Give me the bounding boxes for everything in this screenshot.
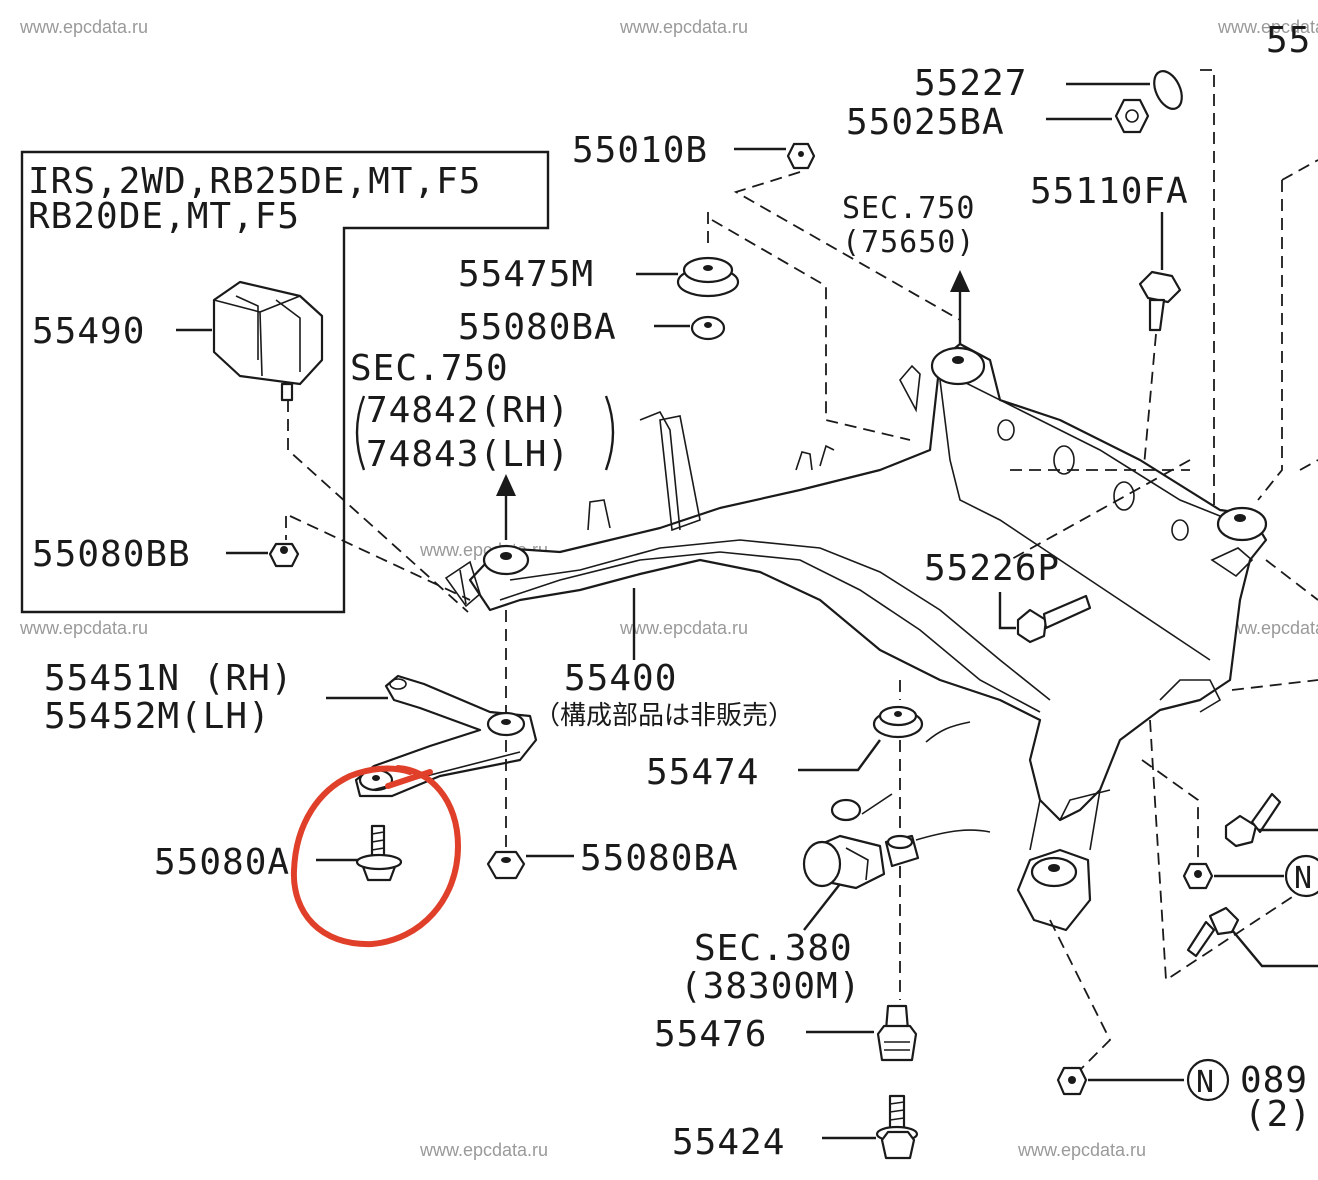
label-sec750-left: SEC.750 [350, 348, 509, 389]
bolt-55424 [875, 1094, 919, 1160]
bushing-55475M [676, 256, 740, 298]
dash-guide [287, 400, 469, 613]
label-55080BA-top: 55080BA [458, 307, 617, 348]
dash-guide [1141, 719, 1318, 982]
arrow-up-icon [950, 270, 970, 292]
watermark: www.epcdata.ru [419, 1140, 548, 1160]
bolt-55080A [355, 824, 403, 882]
bracket-left [355, 395, 366, 471]
label-089: 089 [1240, 1060, 1308, 1101]
n-ref-circle [1186, 1058, 1230, 1102]
curve [915, 829, 991, 841]
label-55226P: 55226P [924, 548, 1060, 589]
highlight-stroke [385, 769, 433, 789]
leader [798, 739, 881, 772]
variant-box [20, 150, 550, 614]
label-55080BB: 55080BB [32, 534, 191, 575]
label-55010B: 55010B [572, 130, 708, 171]
nut-55080BA-top [690, 315, 726, 341]
nut-bottom-right [1056, 1066, 1088, 1096]
label-55475M: 55475M [458, 254, 594, 295]
bolt-55110FA [1138, 270, 1182, 332]
label-55080BA-bottom: 55080BA [580, 838, 739, 879]
label-55025BA: 55025BA [846, 102, 1005, 143]
dash-guide [733, 171, 961, 321]
dash-guide [1200, 69, 1215, 530]
label-74842: 74842(RH) [366, 390, 570, 431]
dash-guide [707, 212, 911, 441]
label-55400: 55400 [564, 658, 677, 699]
watermark: www.epcdata.ru [619, 17, 748, 37]
bolt-right-upper [1224, 792, 1282, 848]
dash-guide [1049, 919, 1112, 1071]
mount-bracket-55490 [212, 280, 324, 402]
leader [1231, 929, 1318, 968]
watermark: www.epcdata.ru [619, 618, 748, 638]
curve [925, 721, 971, 743]
arrow-up-icon [496, 474, 516, 496]
washer-55227 [1153, 70, 1183, 110]
label-sec750-top-sub: (75650) [842, 225, 975, 260]
flange-nut-55080BB [268, 542, 300, 568]
label-55227: 55227 [914, 63, 1027, 104]
watermark: www.epcdata.ru [1017, 1140, 1146, 1160]
watermark: www.epcdata.ru [19, 17, 148, 37]
label-55474: 55474 [646, 752, 759, 793]
label-55110FA: 55110FA [1030, 171, 1189, 212]
label-55451N: 55451N (RH) [44, 658, 293, 699]
label-089-qty: (2) [1244, 1094, 1312, 1135]
leader [803, 883, 841, 931]
subframe-55400 [444, 342, 1268, 932]
dash-guide [1009, 159, 1318, 691]
variant-line-2: RB20DE,MT,F5 [28, 196, 300, 237]
watermark: www.epcdata.ru [19, 618, 148, 638]
highlight-circle [290, 765, 462, 948]
label-sec750-top: SEC.750 [842, 191, 975, 226]
nut-55025BA [1114, 98, 1150, 134]
stud-55476 [876, 1004, 918, 1062]
leader [998, 592, 1016, 630]
n-ref-label: N [1294, 861, 1313, 896]
watermark: www.epcdata.ru [1217, 618, 1318, 638]
label-55400-note: （構成部品は非販売） [534, 701, 794, 731]
label-55476: 55476 [654, 1014, 767, 1055]
watermark: www.epcdata.ru [1217, 17, 1318, 37]
n-ref-label: N [1196, 1065, 1215, 1100]
nut-55080BA-bottom [486, 850, 526, 880]
label-55080A: 55080A [154, 842, 290, 883]
label-55452M: 55452M(LH) [44, 696, 271, 737]
bolt-right-lower [1186, 906, 1240, 958]
nut-right-n [1182, 862, 1214, 890]
nut-55010B [786, 142, 816, 170]
bushing-55474 [872, 705, 924, 739]
bracket-right [604, 395, 615, 471]
label-74843: 74843(LH) [366, 434, 570, 475]
label-sec380-sub: (38300M) [680, 966, 861, 1007]
n-ref-circle [1284, 854, 1318, 898]
label-partial-top-right: 55 [1266, 20, 1311, 61]
dash-guide [289, 515, 471, 601]
diff-mount [802, 793, 920, 890]
label-55490: 55490 [32, 311, 145, 352]
arm-55451N [354, 674, 538, 798]
label-55424: 55424 [672, 1122, 785, 1163]
variant-line-1: IRS,2WD,RB25DE,MT,F5 [28, 161, 481, 202]
label-sec380: SEC.380 [694, 928, 853, 969]
bolt-55226P [1016, 594, 1092, 644]
